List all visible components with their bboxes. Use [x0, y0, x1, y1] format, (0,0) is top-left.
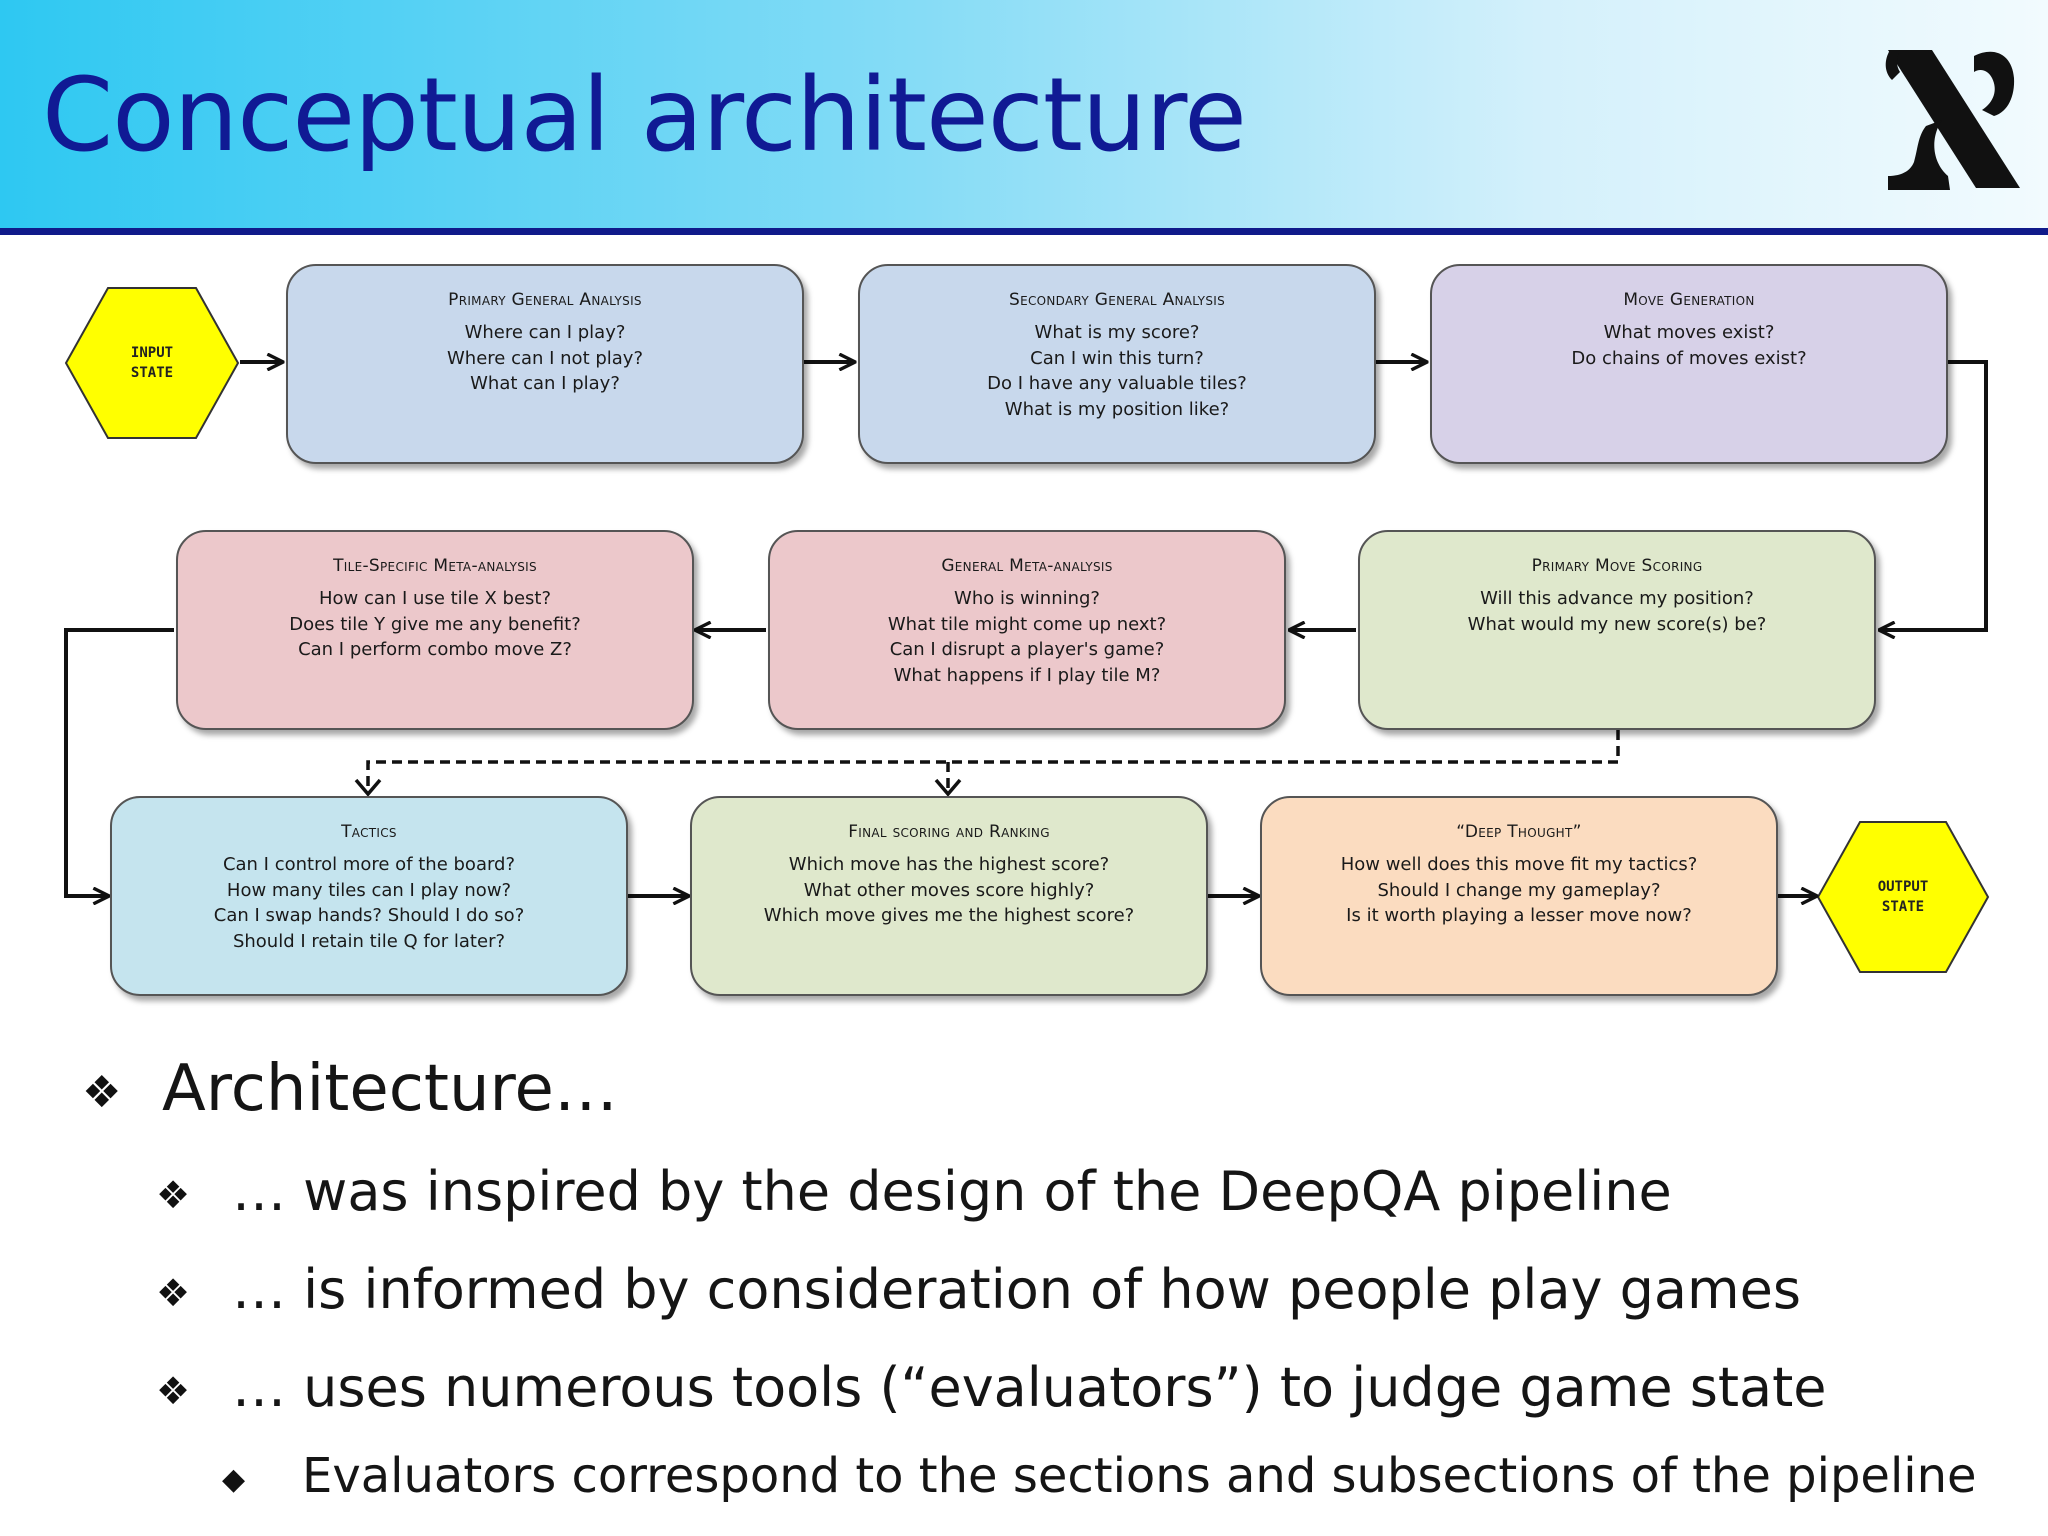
question: Should I change my gameplay?	[1377, 879, 1661, 901]
question: What would my new score(s) be?	[1467, 613, 1767, 635]
input-label-line-2: STATE	[130, 365, 174, 381]
bullet-main-text: Architecture…	[162, 1052, 618, 1126]
question: What is my score?	[1034, 322, 1200, 343]
bullet-sub-text: … uses numerous tools (“evaluators”) to …	[232, 1356, 1827, 1419]
arrow-tilemeta-to-tactics	[64, 628, 174, 896]
output-label-line-2: STATE	[1881, 899, 1925, 915]
question: Will this advance my position?	[1480, 588, 1754, 609]
box-title: Primary General Analysis	[448, 290, 642, 310]
bullet-sub-2: ❖ … is informed by consideration of how p…	[156, 1258, 1801, 1321]
box-tactics: Tactics Can I control more of the board?…	[110, 796, 628, 996]
question: What other moves score highly?	[803, 879, 1095, 901]
question: Does tile Y give me any benefit?	[289, 613, 581, 635]
four-diamond-bullet-icon: ❖	[82, 1066, 122, 1118]
diamond-bullet-icon: ◆	[222, 1461, 246, 1497]
question: Which move gives me the highest score?	[763, 905, 1135, 926]
dashed-feedback-line	[366, 730, 1620, 790]
question: Can I perform combo move Z?	[298, 639, 572, 660]
box-title: General Meta-analysis	[941, 556, 1113, 576]
bullet-sub-1: ❖ … was inspired by the design of the Dee…	[156, 1160, 1672, 1223]
bullet-sub-text: … is informed by consideration of how pe…	[232, 1258, 1801, 1321]
question: How well does this move fit my tactics?	[1340, 854, 1698, 875]
box-move-generation: Move Generation What moves exist? Do cha…	[1430, 264, 1948, 464]
arrow-movegen-to-scoring	[1880, 360, 1988, 630]
question: Do I have any valuable tiles?	[987, 373, 1247, 394]
question: What tile might come up next?	[887, 613, 1167, 635]
bullet-main: ❖ Architecture…	[82, 1052, 618, 1126]
box-deep-thought: “Deep Thought” How well does this move f…	[1260, 796, 1778, 996]
box-title: Tactics	[341, 822, 397, 842]
question: How many tiles can I play now?	[226, 879, 512, 901]
dashed-arrowhead-final	[934, 778, 962, 797]
title-banner	[0, 0, 2048, 230]
box-title: Move Generation	[1623, 290, 1755, 310]
input-state-hexagon	[64, 287, 240, 439]
four-diamond-bullet-icon: ❖	[156, 1271, 191, 1316]
question: Where can I play?	[464, 322, 626, 343]
input-label-line-1: INPUT	[130, 345, 174, 361]
bullet-sub-text: … was inspired by the design of the Deep…	[232, 1160, 1672, 1223]
question: Is it worth playing a lesser move now?	[1346, 905, 1692, 926]
question: Which move has the highest score?	[788, 854, 1110, 875]
four-diamond-bullet-icon: ❖	[156, 1369, 191, 1414]
question: What can I play?	[470, 373, 620, 394]
box-secondary-general-analysis: Secondary General Analysis What is my sc…	[858, 264, 1376, 464]
input-state-label: INPUT STATE	[102, 343, 202, 383]
bullet-sub-3: ❖ … uses numerous tools (“evaluators”) to…	[156, 1356, 1827, 1419]
box-title: “Deep Thought”	[1456, 822, 1582, 842]
box-title: Tile-Specific Meta-analysis	[333, 556, 537, 576]
dashed-arrowhead-tactics	[354, 778, 382, 797]
question: Should I retain tile Q for later?	[232, 930, 506, 952]
box-primary-general-analysis: Primary General Analysis Where can I pla…	[286, 264, 804, 464]
box-tile-specific-meta-analysis: Tile-Specific Meta-analysis How can I us…	[176, 530, 694, 730]
question: What is my position like?	[1004, 398, 1230, 420]
box-title: Secondary General Analysis	[1009, 290, 1225, 310]
bullet-subsub: ◆ Evaluators correspond to the sections a…	[222, 1448, 1977, 1504]
question: Can I control more of the board?	[222, 854, 516, 875]
aleph-icon	[1885, 50, 2020, 190]
question: Can I disrupt a player's game?	[889, 639, 1165, 660]
question: How can I use tile X best?	[318, 588, 552, 609]
question: What happens if I play tile M?	[893, 664, 1161, 686]
four-diamond-bullet-icon: ❖	[156, 1173, 191, 1218]
question: Do chains of moves exist?	[1571, 347, 1807, 369]
box-title: Primary Move Scoring	[1531, 556, 1703, 576]
title-rule	[0, 228, 2048, 235]
output-state-label: OUTPUT STATE	[1853, 877, 1953, 917]
slide-title: Conceptual architecture	[42, 56, 1247, 175]
output-label-line-1: OUTPUT	[1877, 879, 1929, 895]
question: Who is winning?	[954, 588, 1100, 609]
bullet-subsub-text: Evaluators correspond to the sections an…	[302, 1448, 1977, 1504]
box-general-meta-analysis: General Meta-analysis Who is winning? Wh…	[768, 530, 1286, 730]
question: Where can I not play?	[446, 347, 644, 369]
question: Can I swap hands? Should I do so?	[213, 905, 525, 926]
box-final-scoring-and-ranking: Final scoring and Ranking Which move has…	[690, 796, 1208, 996]
box-title: Final scoring and Ranking	[848, 822, 1050, 842]
question: What moves exist?	[1603, 322, 1775, 343]
question: Can I win this turn?	[1030, 347, 1204, 369]
box-primary-move-scoring: Primary Move Scoring Will this advance m…	[1358, 530, 1876, 730]
